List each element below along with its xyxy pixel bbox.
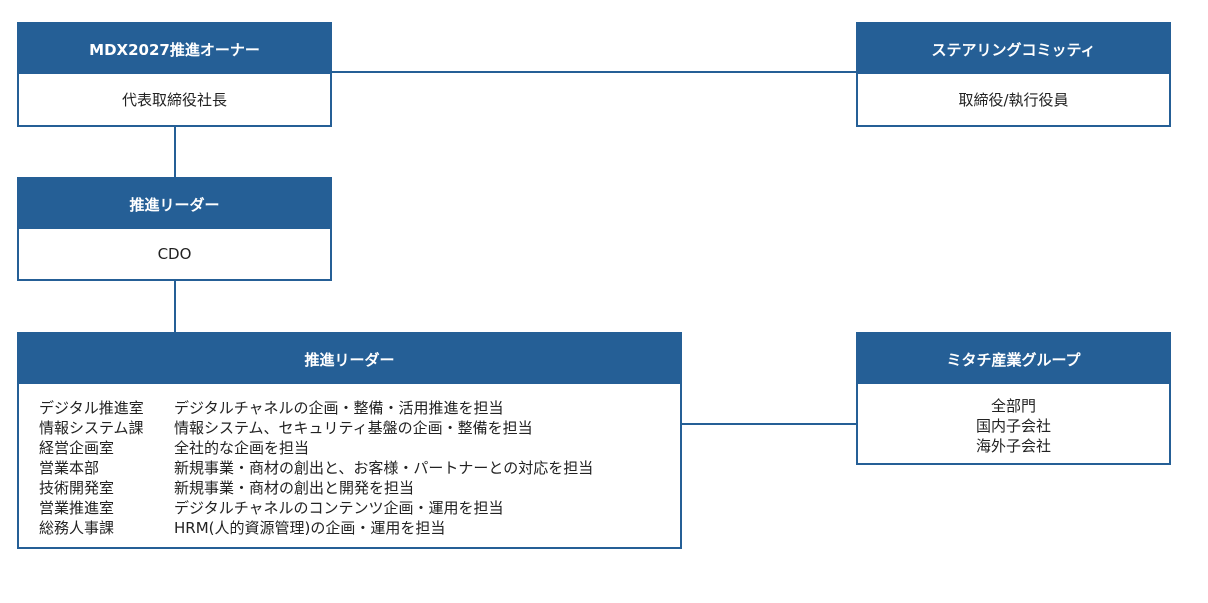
dept-description: デジタルチャネルのコンテンツ企画・運用を担当 [174,499,504,517]
dept-label: 経営企画室 [39,439,115,457]
team-rows: デジタル推進室 デジタルチャネルの企画・整備・活用推進を担当 情報システム課 情… [19,384,680,538]
dept-description: 全社的な企画を担当 [174,439,310,457]
group-line: 国内子会社 [975,417,1051,435]
team-row: 営業推進室 デジタルチャネルのコンテンツ企画・運用を担当 [39,498,680,518]
leader-title: 推進リーダー [19,179,330,229]
steering-title: ステアリングコミッティ [858,24,1169,74]
team-row: 経営企画室 全社的な企画を担当 [39,438,680,458]
dept-label: 技術開発室 [39,479,115,497]
owner-title: MDX2027推進オーナー [19,24,330,74]
dept-label: 営業推進室 [39,499,115,517]
group-box: ミタチ産業グループ 全部門 国内子会社 海外子会社 [856,332,1171,465]
steering-box: ステアリングコミッティ 取締役/執行役員 [856,22,1171,127]
team-row: 情報システム課 情報システム、セキュリティ基盤の企画・整備を担当 [39,418,680,438]
team-row: デジタル推進室 デジタルチャネルの企画・整備・活用推進を担当 [39,398,680,418]
team-row: 技術開発室 新規事業・商材の創出と開発を担当 [39,478,680,498]
leader-body: CDO [157,245,192,263]
dept-label: 総務人事課 [39,519,115,537]
group-lines: 全部門 国内子会社 海外子会社 [858,384,1169,456]
dept-label: 情報システム課 [39,419,144,437]
team-title: 推進リーダー [19,334,680,384]
dept-description: 新規事業・商材の創出と、お客様・パートナーとの対応を担当 [174,459,594,477]
team-box: 推進リーダー デジタル推進室 デジタルチャネルの企画・整備・活用推進を担当 情報… [17,332,682,549]
group-line: 海外子会社 [975,437,1051,455]
leader-box: 推進リーダー CDO [17,177,332,281]
steering-body: 取締役/執行役員 [958,91,1069,109]
team-row: 総務人事課 HRM(人的資源管理)の企画・運用を担当 [39,518,680,538]
owner-body: 代表取締役社長 [121,91,227,109]
team-row: 営業本部 新規事業・商材の創出と、お客様・パートナーとの対応を担当 [39,458,680,478]
owner-box: MDX2027推進オーナー 代表取締役社長 [17,22,332,127]
dept-description: デジタルチャネルの企画・整備・活用推進を担当 [174,399,504,417]
dept-description: HRM(人的資源管理)の企画・運用を担当 [174,519,446,537]
dept-label: デジタル推進室 [39,399,144,417]
group-line: 全部門 [990,397,1036,415]
dept-label: 営業本部 [39,459,100,477]
dept-description: 新規事業・商材の創出と開発を担当 [174,479,415,497]
dept-description: 情報システム、セキュリティ基盤の企画・整備を担当 [174,419,533,437]
group-title: ミタチ産業グループ [858,334,1169,384]
